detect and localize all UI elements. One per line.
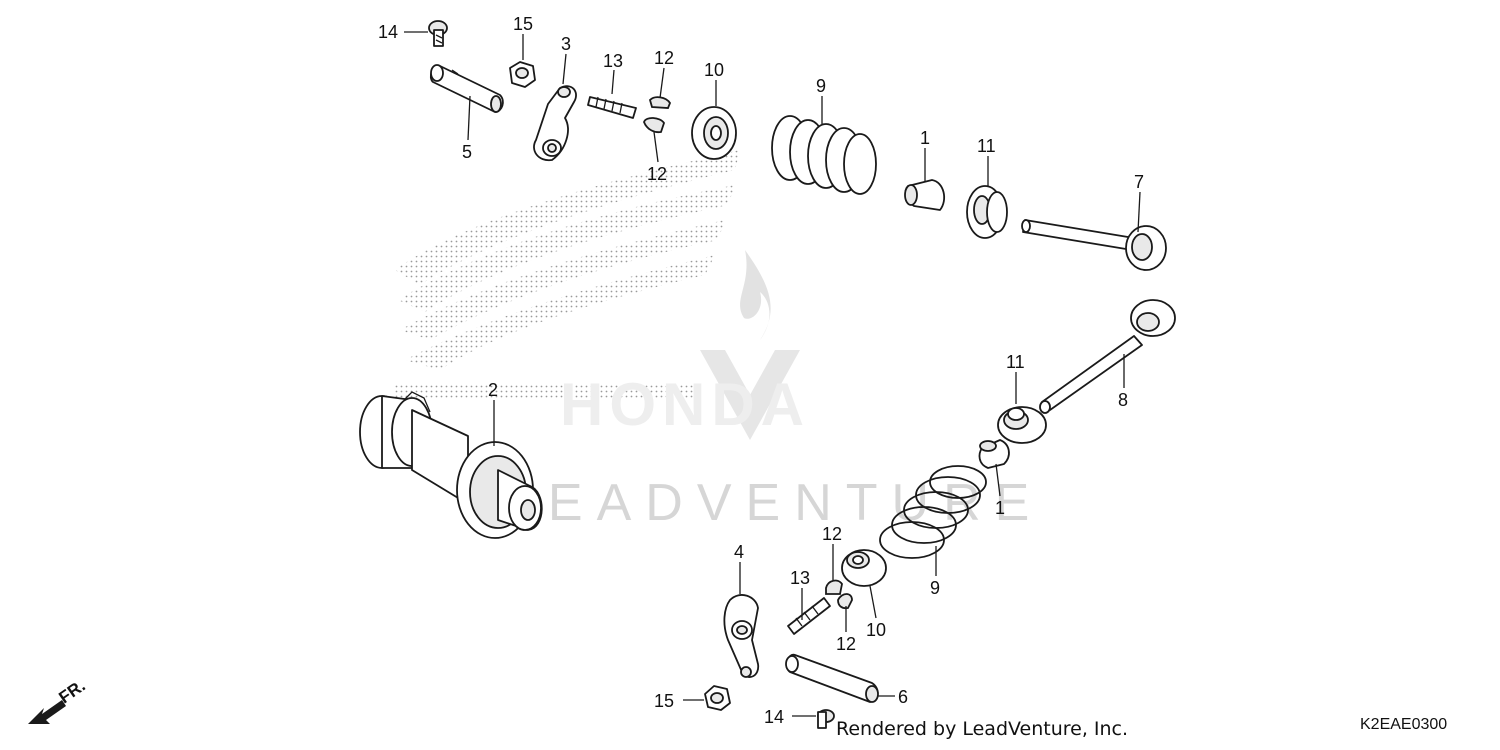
callout-11-upper[interactable]: 11 bbox=[977, 136, 996, 156]
camshaft-2[interactable] bbox=[359, 391, 543, 539]
spring-retainer-10-upper[interactable] bbox=[691, 106, 737, 160]
callout-3[interactable]: 3 bbox=[561, 34, 571, 54]
watermark-brand: HONDA bbox=[560, 371, 810, 438]
watermark-wordmark: LEADVENTURE bbox=[505, 474, 1043, 532]
valve-7[interactable] bbox=[1021, 219, 1167, 271]
callout-13-upper[interactable]: 13 bbox=[603, 51, 623, 71]
honda-wing-watermark bbox=[395, 150, 740, 400]
nut-15-upper[interactable] bbox=[509, 61, 536, 88]
callout-12-lower-a[interactable]: 12 bbox=[822, 524, 842, 544]
callout-12-upper-a[interactable]: 12 bbox=[654, 48, 674, 68]
render-credit: Rendered by LeadVenture, Inc. bbox=[836, 718, 1129, 740]
front-direction-indicator: FR. bbox=[28, 676, 89, 724]
valve-spring-9-upper[interactable] bbox=[771, 115, 877, 195]
callout-10-lower[interactable]: 10 bbox=[866, 620, 886, 640]
rocker-shaft-5[interactable] bbox=[429, 64, 504, 113]
leader-lines bbox=[404, 31, 1141, 717]
callout-1-upper[interactable]: 1 bbox=[920, 128, 930, 148]
callout-9-lower[interactable]: 9 bbox=[930, 578, 940, 598]
stem-seal-1-upper[interactable] bbox=[904, 179, 946, 211]
callout-1-lower[interactable]: 1 bbox=[995, 498, 1005, 518]
rocker-shaft-6[interactable] bbox=[785, 653, 879, 703]
rocker-arm-3[interactable] bbox=[533, 85, 577, 162]
callout-4[interactable]: 4 bbox=[734, 542, 744, 562]
callout-11-lower[interactable]: 11 bbox=[1006, 352, 1025, 372]
callout-12-lower-b[interactable]: 12 bbox=[836, 634, 856, 654]
leadventure-watermark: LEADVENTURE HONDA bbox=[505, 250, 1043, 532]
stem-seal-1-lower[interactable] bbox=[978, 439, 1010, 469]
callout-12-upper-b[interactable]: 12 bbox=[647, 164, 667, 184]
callout-13-lower[interactable]: 13 bbox=[790, 568, 810, 588]
valve-cotter-12-lower-b[interactable] bbox=[837, 593, 853, 610]
valve-cotter-12-upper-a[interactable] bbox=[648, 96, 672, 109]
bolt-14-upper[interactable] bbox=[428, 20, 448, 47]
callout-14-upper[interactable]: 14 bbox=[378, 22, 398, 42]
valve-8[interactable] bbox=[1039, 299, 1176, 414]
callout-10-upper[interactable]: 10 bbox=[704, 60, 724, 80]
spring-seat-11-upper[interactable] bbox=[966, 185, 1008, 239]
callout-14-lower[interactable]: 14 bbox=[764, 707, 784, 727]
valve-cotter-12-lower-a[interactable] bbox=[825, 579, 843, 595]
valve-spring-9-lower[interactable] bbox=[879, 465, 987, 559]
front-arrow-icon bbox=[28, 700, 66, 724]
adjusting-screw-13-upper[interactable] bbox=[587, 96, 637, 119]
diagram-code: K2EAE0300 bbox=[1360, 716, 1448, 733]
callout-15-lower[interactable]: 15 bbox=[654, 691, 674, 711]
nut-15-lower[interactable] bbox=[704, 685, 731, 711]
valve-cotter-12-upper-b[interactable] bbox=[643, 117, 665, 134]
adjusting-screw-13-lower[interactable] bbox=[787, 597, 831, 635]
callout-2[interactable]: 2 bbox=[488, 380, 498, 400]
callout-15-upper[interactable]: 15 bbox=[513, 14, 533, 34]
callout-9-upper[interactable]: 9 bbox=[816, 76, 826, 96]
callout-labels: 14 15 3 5 13 12 12 10 9 1 11 7 8 11 1 9 … bbox=[378, 14, 1144, 727]
callout-5[interactable]: 5 bbox=[462, 142, 472, 162]
callout-7[interactable]: 7 bbox=[1134, 172, 1144, 192]
callout-6[interactable]: 6 bbox=[898, 687, 908, 707]
spring-retainer-10-lower[interactable] bbox=[841, 549, 887, 587]
rocker-arm-4[interactable] bbox=[723, 594, 760, 678]
callout-8[interactable]: 8 bbox=[1118, 390, 1128, 410]
spring-seat-11-lower[interactable] bbox=[997, 406, 1047, 444]
bolt-14-lower[interactable] bbox=[817, 709, 835, 729]
